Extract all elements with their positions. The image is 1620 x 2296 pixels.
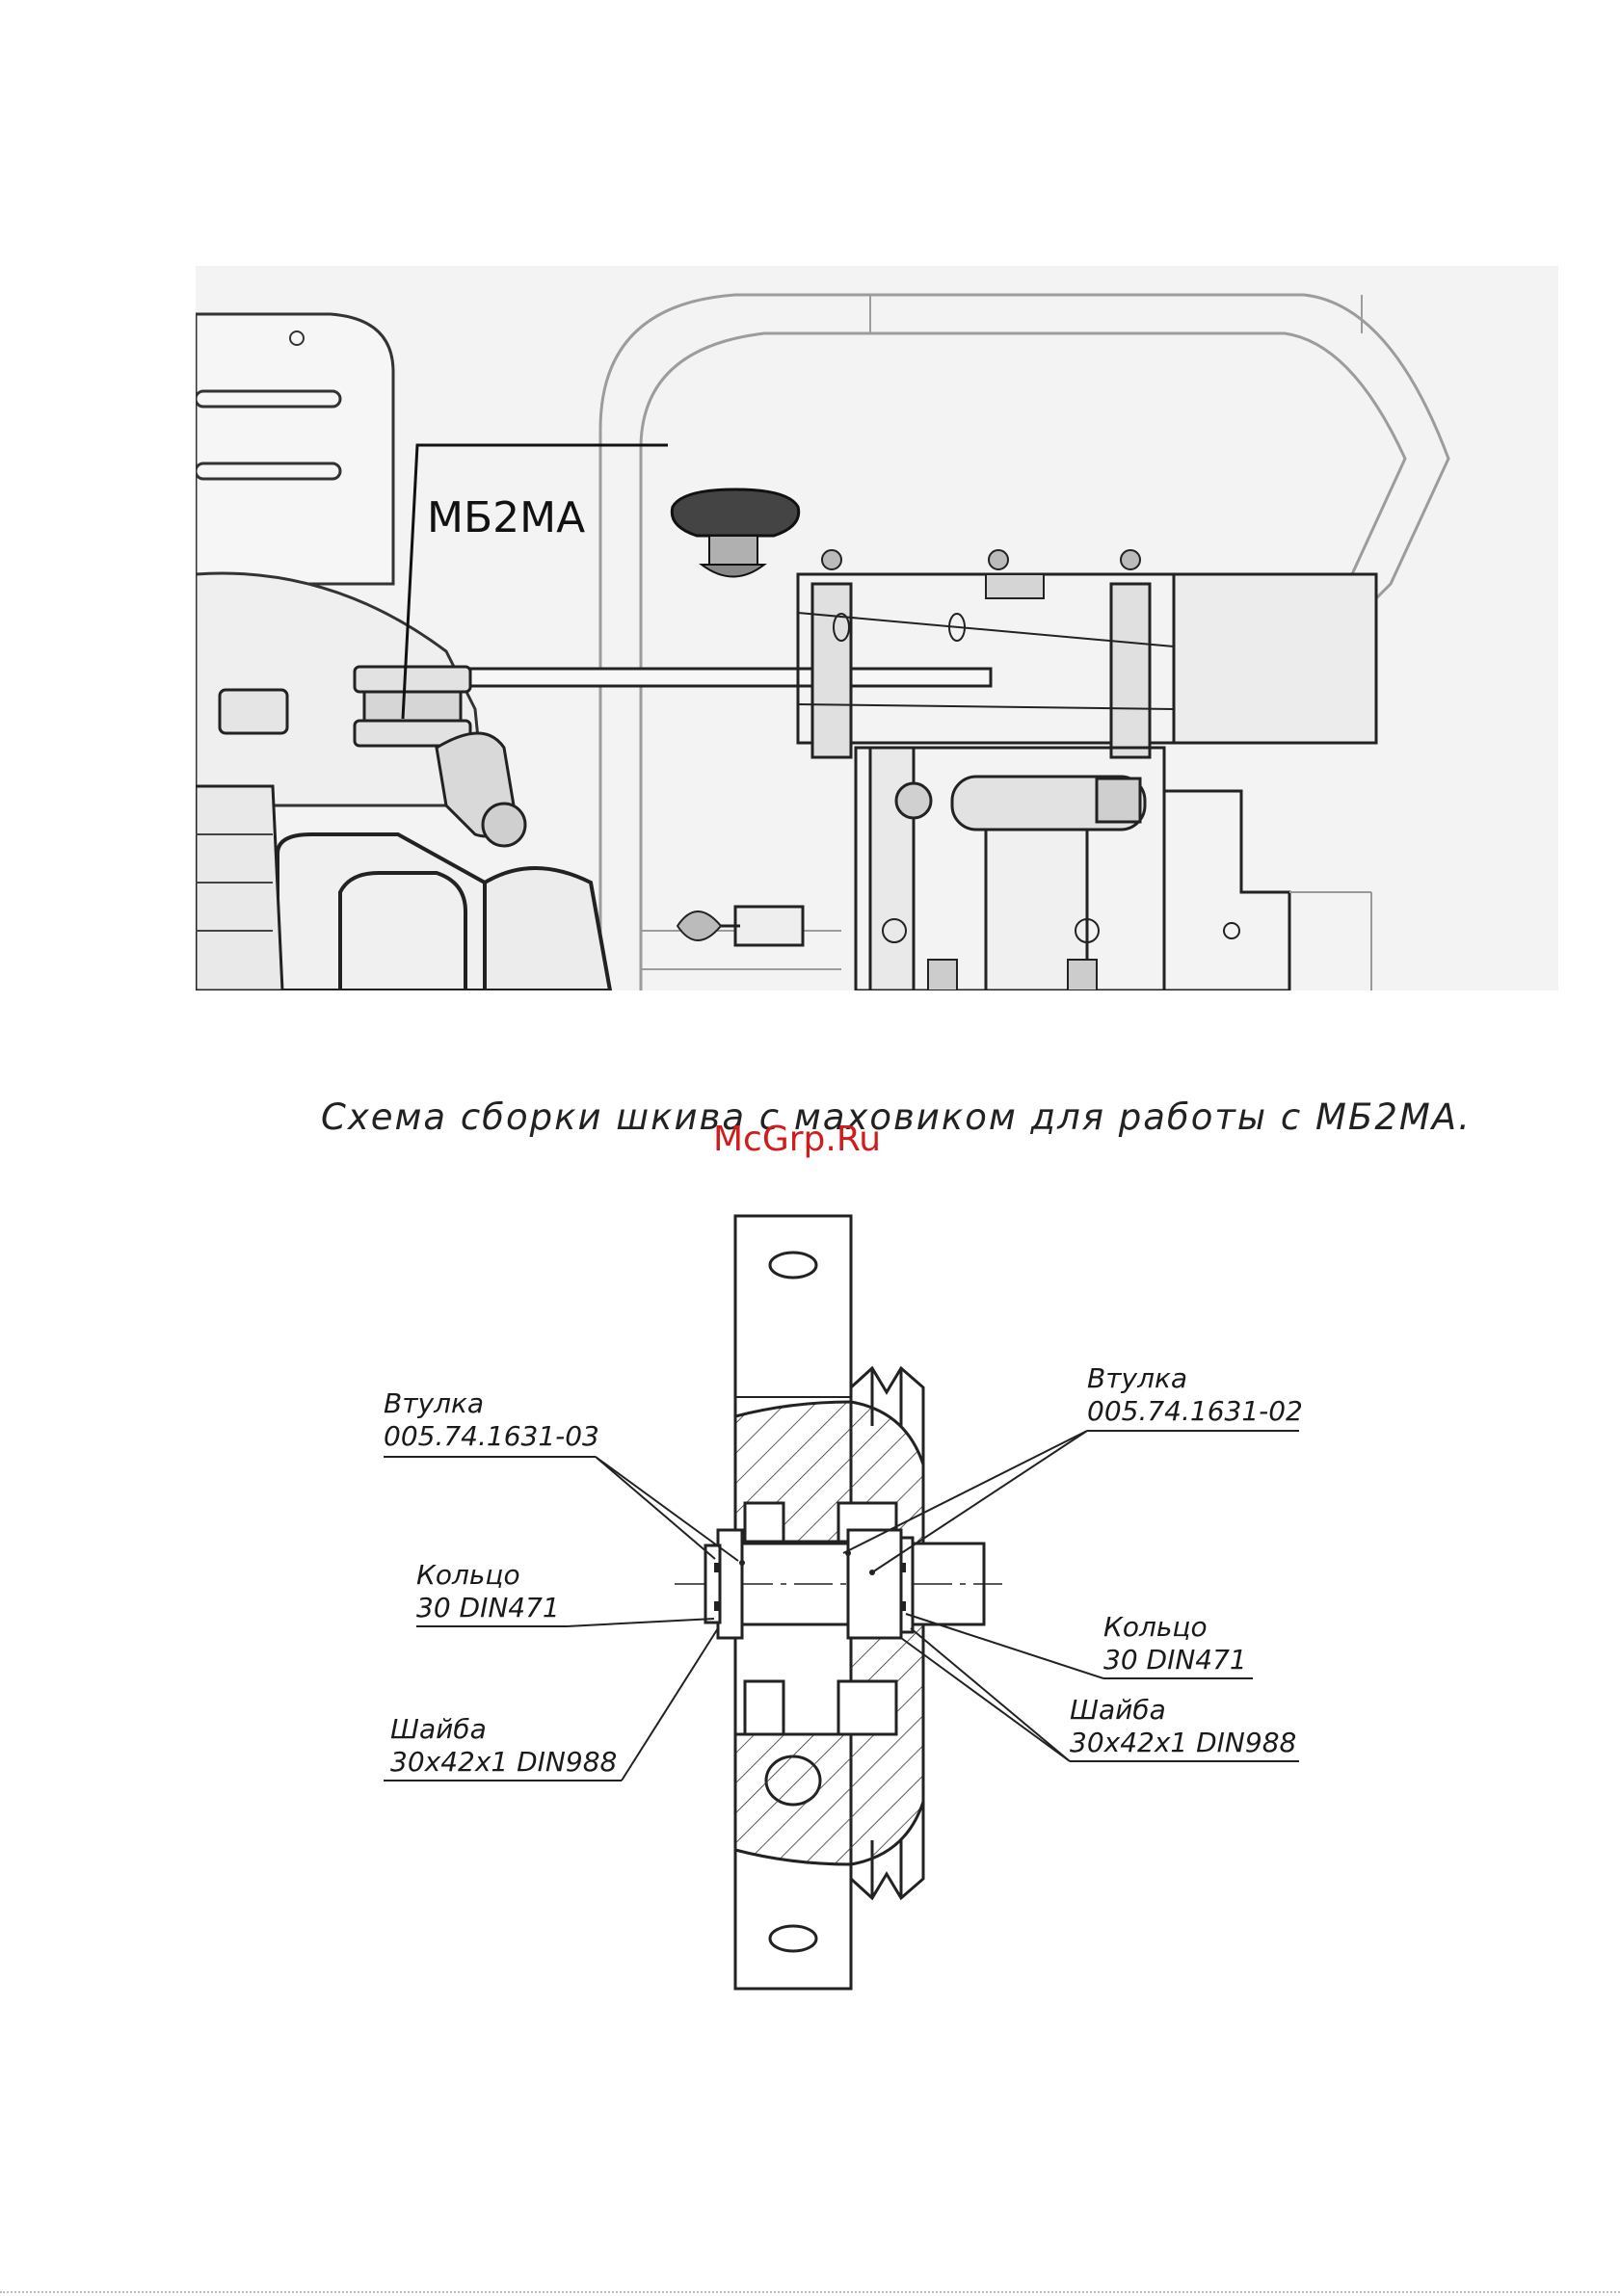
label-ring-left: Кольцо 30 DIN471 [416, 1559, 560, 1624]
page-bottom-edge [0, 2291, 1620, 2293]
label-bushing-left: Втулка 005.74.1631-03 [384, 1387, 599, 1453]
label-ring-right-code: 30 DIN471 [1103, 1644, 1247, 1676]
label-ring-right-name: Кольцо [1103, 1611, 1247, 1644]
label-washer-right-code: 30x42x1 DIN988 [1070, 1727, 1296, 1759]
label-ring-left-name: Кольцо [416, 1559, 560, 1592]
label-bushing-right: Втулка 005.74.1631-02 [1087, 1362, 1303, 1428]
label-washer-left: Шайба 30x42x1 DIN988 [390, 1713, 617, 1779]
label-washer-left-code: 30x42x1 DIN988 [390, 1746, 617, 1779]
label-washer-right: Шайба 30x42x1 DIN988 [1070, 1694, 1296, 1759]
label-bushing-left-name: Втулка [384, 1387, 599, 1420]
label-washer-left-name: Шайба [390, 1713, 617, 1746]
label-bushing-right-name: Втулка [1087, 1362, 1303, 1395]
label-ring-left-code: 30 DIN471 [416, 1592, 560, 1624]
label-bushing-right-code: 005.74.1631-02 [1087, 1395, 1303, 1428]
label-bushing-left-code: 005.74.1631-03 [384, 1420, 599, 1453]
label-washer-right-name: Шайба [1070, 1694, 1296, 1727]
bushing-left [705, 1530, 742, 1638]
label-ring-right: Кольцо 30 DIN471 [1103, 1611, 1247, 1676]
